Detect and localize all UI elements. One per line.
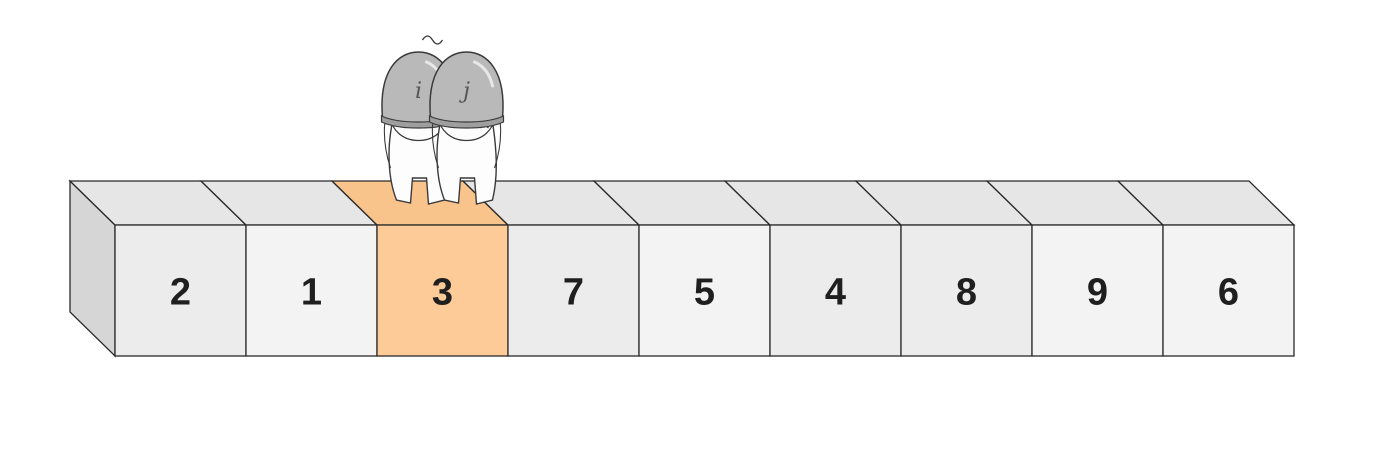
cell-front-face	[769, 224, 902, 357]
cell-front-face	[1162, 224, 1295, 357]
cell-value: 7	[563, 272, 584, 314]
cell-value: 8	[956, 272, 977, 314]
array-cell-3: 7	[461, 180, 641, 357]
cell-value: 1	[301, 272, 322, 314]
cell-front-face	[1031, 224, 1164, 357]
array-cell-0: 2	[68, 180, 248, 357]
pointer-j-character-icon: j	[428, 51, 505, 205]
array-cell-6: 8	[854, 180, 1034, 357]
cell-value: 3	[432, 272, 453, 314]
array-cell-2: 3	[330, 180, 510, 357]
array-row: 2 1 3 7 5 4 8 9 6	[68, 179, 1296, 358]
array-cell-8: 6	[1116, 180, 1296, 357]
cell-front-face	[900, 224, 1033, 357]
cell-value: 5	[694, 272, 715, 314]
cell-front-face	[376, 224, 509, 357]
cell-value: 2	[170, 272, 191, 314]
helmet-brim	[428, 115, 505, 129]
cell-front-face	[638, 224, 771, 357]
cell-front-face	[507, 224, 640, 357]
cell-front-face	[114, 224, 247, 357]
helmet-shine	[473, 60, 494, 88]
array-cell-5: 4	[723, 180, 903, 357]
cell-value: 9	[1087, 272, 1108, 314]
array-cell-7: 9	[985, 180, 1165, 357]
cell-value: 4	[825, 272, 846, 314]
array-cell-4: 5	[592, 180, 772, 357]
character-body	[436, 121, 497, 205]
cell-value: 6	[1218, 272, 1239, 314]
squiggle-icon	[421, 35, 444, 45]
pointer-i-label: i	[415, 79, 422, 104]
